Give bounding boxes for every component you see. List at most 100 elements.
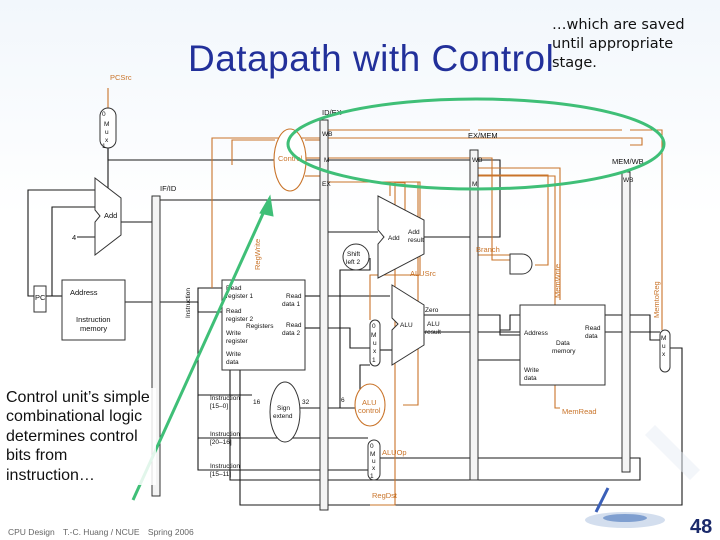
- callout-ellipse: [286, 97, 666, 191]
- instruction-field-20-16: Instruction [20–16]: [210, 431, 240, 446]
- svg-text:Address: Address: [524, 330, 549, 337]
- svg-text:u: u: [372, 458, 376, 465]
- svg-text:1: 1: [102, 143, 106, 150]
- svg-text:0: 0: [102, 111, 106, 118]
- svg-text:M: M: [371, 332, 376, 339]
- aluop-label: ALUOp: [382, 448, 407, 457]
- svg-text:control: control: [358, 406, 381, 415]
- note-saved-until-stage: …which are saved until appropriate stage…: [552, 17, 685, 71]
- pc-register: PC: [33, 285, 47, 313]
- memwrite-label: MemWrite: [553, 264, 562, 298]
- register-file: Read register 1 Read register 2 Register…: [221, 279, 306, 371]
- bus-width-32: 32: [302, 399, 310, 406]
- memtoreg-label: MemtoReg: [652, 281, 661, 318]
- note-control-unit: Control unit’s simple combinational logi…: [6, 388, 156, 486]
- const-four: 4: [72, 233, 76, 242]
- svg-text:Read: Read: [226, 308, 242, 315]
- alu-control: ALU control 6: [341, 383, 386, 427]
- control-unit: Control: [273, 128, 307, 192]
- svg-text:M: M: [661, 335, 666, 342]
- svg-text:Data: Data: [556, 340, 570, 347]
- slide-ornament: [585, 425, 700, 528]
- pipeline-register-exmem: EX/MEM WB M: [468, 131, 498, 481]
- svg-text:Read: Read: [286, 322, 302, 329]
- svg-text:Read: Read: [226, 285, 242, 292]
- svg-text:Address: Address: [70, 288, 98, 297]
- svg-text:data: data: [585, 333, 598, 340]
- branch-adder: Add Add result: [377, 195, 425, 279]
- svg-text:1: 1: [370, 473, 374, 480]
- svg-text:result: result: [408, 237, 424, 244]
- slide-footer: CPU Design T.-C. Huang / NCUE Spring 200…: [8, 527, 200, 537]
- idex-m: M: [324, 157, 329, 164]
- idex-wb: WB: [322, 131, 332, 138]
- pcsrc-label: PCSrc: [110, 73, 132, 82]
- alusrc-mux: 0 M u x 1: [369, 319, 381, 367]
- svg-text:Instruction: Instruction: [210, 431, 240, 438]
- svg-text:u: u: [105, 129, 109, 136]
- instruction-field-15-0: Instruction [15–0]: [210, 395, 240, 410]
- slide-title: Datapath with Control: [188, 38, 555, 79]
- shift-left-2: Shift left 2: [342, 243, 370, 271]
- branch-label: Branch: [476, 245, 500, 254]
- svg-text:register: register: [226, 338, 249, 345]
- data-memory: Address Read data Data memory Write data: [519, 304, 606, 386]
- memwb-label: MEM/WB: [612, 157, 644, 166]
- exmem-label: EX/MEM: [468, 131, 498, 140]
- svg-text:x: x: [372, 465, 376, 472]
- svg-text:Read: Read: [286, 293, 302, 300]
- svg-text:PC: PC: [35, 293, 46, 302]
- regwrite-label: RegWrite: [253, 239, 262, 270]
- svg-text:data: data: [524, 375, 537, 382]
- svg-text:data 2: data 2: [282, 330, 300, 337]
- svg-text:x: x: [105, 137, 109, 144]
- pc-mux: 0 M u x 1: [99, 107, 117, 150]
- memtoreg-mux: M u x: [659, 329, 671, 373]
- instruction-out-label: Instruction: [185, 288, 192, 318]
- ifid-label: IF/ID: [160, 184, 177, 193]
- svg-text:memory: memory: [80, 324, 107, 333]
- exmem-wb: WB: [472, 157, 482, 164]
- svg-text:0: 0: [372, 323, 376, 330]
- svg-text:1: 1: [372, 357, 376, 364]
- pc-adder: Add 4: [72, 176, 122, 257]
- svg-text:Control: Control: [278, 154, 303, 163]
- idex-ex: EX: [322, 181, 331, 188]
- svg-text:extend: extend: [273, 413, 293, 420]
- svg-text:Zero: Zero: [425, 307, 439, 314]
- svg-text:u: u: [373, 340, 377, 347]
- svg-text:Add: Add: [408, 229, 420, 236]
- pipeline-register-idex: ID/EX WB M EX: [319, 108, 342, 511]
- svg-text:M: M: [104, 121, 109, 128]
- svg-text:register 1: register 1: [226, 293, 253, 300]
- svg-text:Instruction: Instruction: [210, 463, 240, 470]
- memwb-wb: WB: [623, 177, 633, 184]
- svg-text:data: data: [226, 359, 239, 366]
- svg-text:ALU: ALU: [427, 321, 440, 328]
- regdst-mux: 0 M u x 1: [367, 439, 381, 481]
- footer-author: T.-C. Huang / NCUE: [63, 527, 140, 537]
- svg-text:Shift: Shift: [347, 251, 360, 258]
- svg-text:result: result: [425, 329, 441, 336]
- alu: ALU Zero ALU result: [391, 284, 441, 366]
- branch-and-gate: [509, 253, 533, 275]
- svg-text:x: x: [373, 348, 377, 355]
- svg-text:register 2: register 2: [226, 316, 253, 323]
- svg-text:ALU: ALU: [362, 398, 377, 407]
- svg-text:Read: Read: [585, 325, 601, 332]
- svg-text:data 1: data 1: [282, 301, 300, 308]
- footer-term: Spring 2006: [147, 527, 194, 537]
- registers-title: Registers: [246, 323, 274, 330]
- svg-text:Instruction: Instruction: [210, 395, 240, 402]
- svg-text:ALU: ALU: [400, 322, 413, 329]
- sign-extend: Sign extend 16 32: [253, 381, 310, 443]
- svg-text:[20–16]: [20–16]: [210, 439, 232, 446]
- svg-text:Write: Write: [226, 351, 241, 358]
- svg-text:u: u: [662, 343, 666, 350]
- footer-course: CPU Design: [8, 527, 55, 537]
- svg-text:[15–11]: [15–11]: [210, 471, 231, 478]
- idex-label: ID/EX: [322, 108, 342, 117]
- pipeline-register-ifid: IF/ID: [151, 184, 177, 497]
